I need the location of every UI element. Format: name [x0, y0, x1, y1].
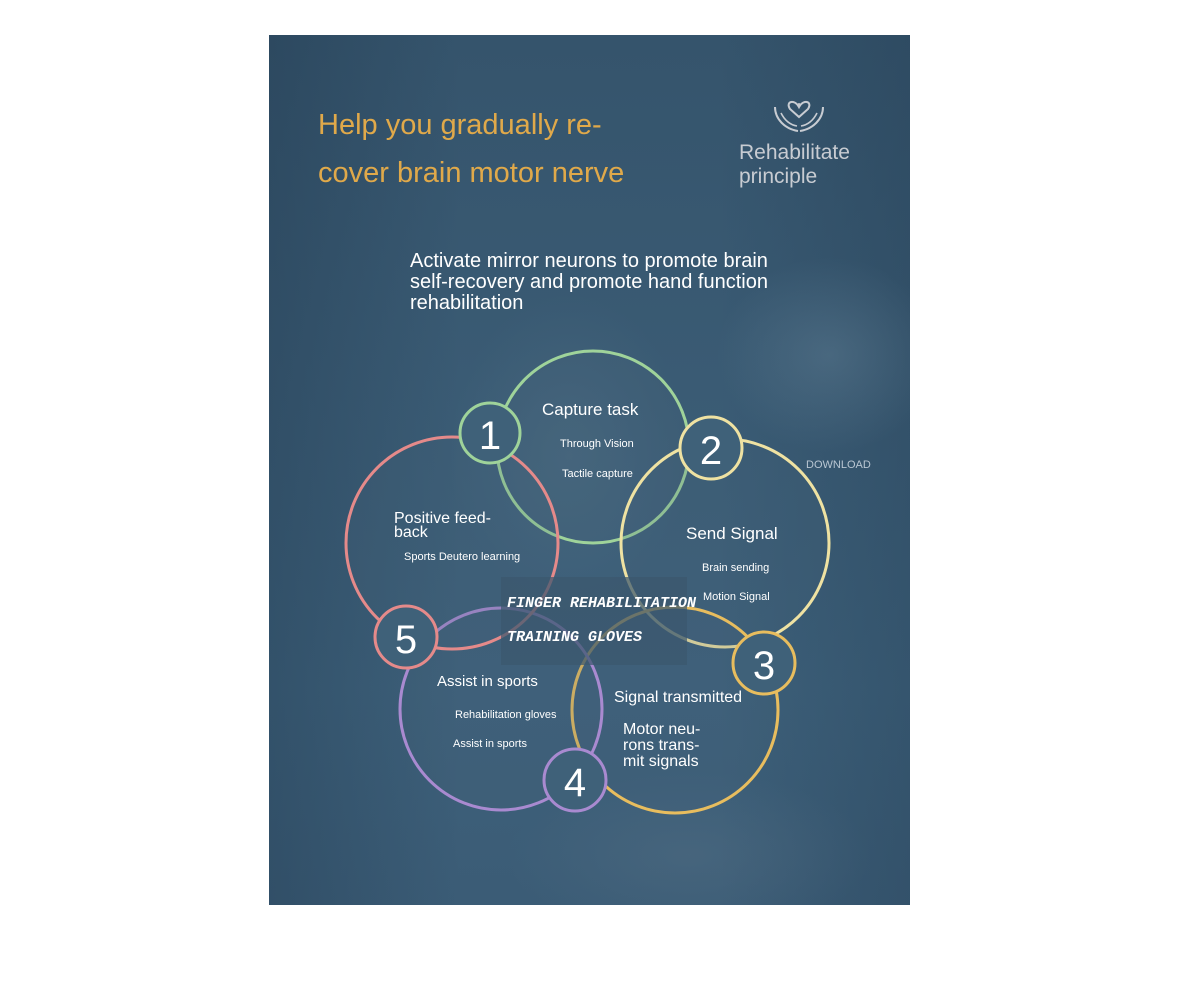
badge-label: Rehabilitate principle: [739, 141, 889, 189]
step-1-title: Capture task: [542, 400, 639, 419]
heart-hands-icon: [774, 101, 824, 132]
step-3-badge: 3: [731, 630, 797, 696]
center-line-2: TRAINING GLOVES: [507, 629, 643, 646]
step-2-line-1: Brain sending: [702, 562, 769, 574]
step-3-title: Signal transmitted: [614, 689, 742, 706]
center-label: FINGER REHABILITATION TRAINING GLOVES: [507, 587, 696, 655]
badge-line-1: Rehabilitate: [739, 141, 850, 164]
step-4-line-1: Rehabilitation gloves: [455, 709, 557, 721]
process-cycle-diagram: DOWNLOAD 1 2 3 4 5 Capture task Th: [344, 349, 871, 815]
step-1-line-1: Through Vision: [560, 438, 634, 450]
poster-headline: Help you gradually re- cover brain motor…: [318, 101, 678, 197]
center-line-1: FINGER REHABILITATION: [507, 595, 697, 612]
step-4-title: Assist in sports: [437, 673, 538, 690]
rehabilitate-badge: Rehabilitate principle: [739, 93, 889, 189]
step-1-number: 1: [479, 414, 501, 458]
step-2-badge: 2: [678, 415, 744, 481]
step-3-number: 3: [753, 644, 775, 688]
step-1-line-2: Tactile capture: [562, 468, 633, 480]
step-4-number: 4: [564, 761, 586, 805]
headline-text: Help you gradually re- cover brain motor…: [318, 109, 625, 189]
step-5-line-1: Sports Deutero learning: [404, 551, 520, 563]
step-4-badge: 4: [542, 747, 608, 813]
center-label-box: [501, 577, 687, 665]
step-2-title: Send Signal: [686, 524, 778, 543]
step-3-line-2: rons trans-: [623, 737, 699, 754]
step-5-number: 5: [395, 618, 417, 662]
step-2-line-2: Motion Signal: [703, 591, 770, 603]
rehabilitation-poster: Help you gradually re- cover brain motor…: [269, 35, 910, 905]
step-3-line-3: mit signals: [623, 753, 699, 770]
step-4-line-2: Assist in sports: [453, 738, 527, 750]
step-5-title-2: back: [394, 524, 429, 541]
intro-text: Activate mirror neurons to promote brain…: [410, 250, 768, 314]
background-download-text: DOWNLOAD: [806, 459, 871, 471]
badge-line-2: principle: [739, 165, 818, 188]
step-1-badge: 1: [458, 401, 522, 465]
step-2-number: 2: [700, 429, 722, 473]
step-5-title: Positive feed-: [394, 510, 491, 527]
step-3-line-1: Motor neu-: [623, 721, 700, 738]
step-5-badge: 5: [373, 604, 439, 670]
